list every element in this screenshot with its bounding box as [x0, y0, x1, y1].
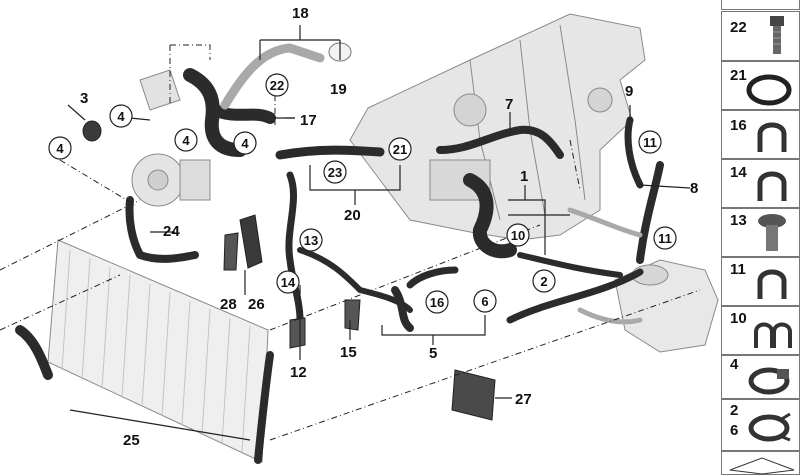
- callout-26: 26: [248, 296, 265, 313]
- callout-13: 13: [304, 233, 318, 248]
- callout-6: 6: [481, 294, 488, 309]
- legend-label: 13: [730, 212, 747, 229]
- legend-label: 10: [730, 310, 747, 327]
- callout-labels: 18 19 17 3 7 9 1 8 20 24 28 26 15 12 5 2…: [80, 5, 698, 449]
- coolant-pipe: [220, 43, 643, 325]
- callout-14: 14: [281, 275, 296, 290]
- legend-cell-top: [721, 0, 800, 10]
- clip-icon: [757, 171, 787, 201]
- clip-icon: [757, 269, 787, 299]
- legend-label: 16: [730, 117, 747, 134]
- callout-28: 28: [220, 296, 237, 313]
- callout-21: 21: [393, 142, 407, 157]
- legend-cell-4: 4: [721, 355, 800, 399]
- legend-cell-14: 14: [721, 159, 800, 208]
- legend-cell-22: 22: [721, 11, 800, 61]
- legend-cell-13: 13: [721, 208, 800, 257]
- water-pump: [131, 153, 211, 207]
- double-clip-icon: [754, 322, 792, 348]
- callout-11b: 11: [658, 231, 672, 246]
- callout-8: 8: [690, 180, 698, 197]
- hose-clamp-icon: [748, 367, 790, 395]
- callout-16: 16: [430, 295, 444, 310]
- legend-cell-11: 11: [721, 257, 800, 306]
- bolt-icon: [770, 16, 784, 54]
- callout-5: 5: [429, 345, 437, 362]
- callout-4a: 4: [117, 109, 125, 124]
- leader-lines: [0, 44, 701, 441]
- callout-2: 2: [540, 274, 547, 289]
- thermostat-housing: [139, 69, 181, 111]
- expansion-tank: [614, 259, 719, 353]
- rivet-icon: [758, 214, 786, 251]
- o-ring-icon: [746, 74, 792, 106]
- engine-block: [349, 13, 646, 241]
- small-parts-legend: 22 21 16 14 13 11: [717, 0, 800, 475]
- solid-leaders: [67, 25, 691, 441]
- legend-label: 2: [730, 402, 739, 419]
- callout-11a: 11: [643, 135, 657, 150]
- callout-12: 12: [290, 364, 307, 381]
- callout-15: 15: [340, 344, 357, 361]
- callout-22: 22: [270, 78, 284, 93]
- hoses: [15, 68, 664, 464]
- callout-10: 10: [511, 228, 525, 243]
- clip-icon: [757, 122, 787, 152]
- callout-3: 3: [80, 90, 88, 107]
- callout-1: 1: [520, 168, 528, 185]
- callout-23: 23: [328, 165, 342, 180]
- legend-label: 14: [730, 164, 747, 181]
- circled-callout-labels: 4 4 4 4 22 21 23 11 10 11 2 6 16 13 14: [56, 78, 671, 310]
- callout-7: 7: [505, 96, 513, 113]
- legend-label: 11: [730, 261, 746, 278]
- callout-4b: 4: [56, 141, 64, 156]
- legend-cell-bottom: [721, 451, 800, 475]
- radiator: [47, 239, 269, 463]
- callout-20: 20: [344, 207, 361, 224]
- spring-clamp-icon: [748, 412, 791, 442]
- legend-cell-10: 10: [721, 306, 800, 355]
- callout-17: 17: [300, 112, 317, 129]
- legend-label: 22: [730, 19, 747, 36]
- legend-cell-21: 21: [721, 61, 800, 110]
- legend-label: 21: [730, 67, 747, 84]
- legend-cell-16: 16: [721, 110, 800, 159]
- callout-19: 19: [330, 81, 347, 98]
- callout-25: 25: [123, 432, 140, 449]
- callout-24: 24: [163, 223, 180, 240]
- callout-18: 18: [292, 5, 309, 22]
- callout-27: 27: [515, 391, 532, 408]
- callout-9: 9: [625, 83, 633, 100]
- callout-4c: 4: [182, 133, 190, 148]
- circled-callouts: [48, 73, 677, 314]
- legend-label: 4: [730, 356, 739, 373]
- legend-label: 6: [730, 422, 739, 439]
- callout-4d: 4: [241, 136, 249, 151]
- legend-cell-2-6: 2 6: [721, 399, 800, 451]
- brackets: [82, 42, 496, 421]
